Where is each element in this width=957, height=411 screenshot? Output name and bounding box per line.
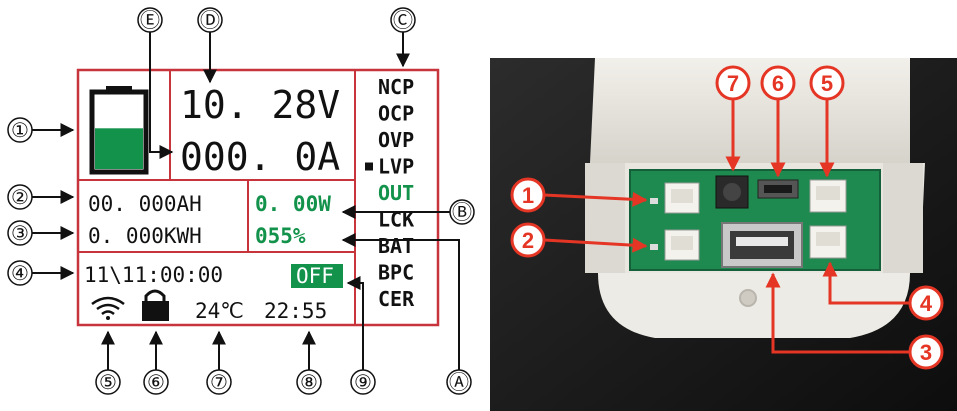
- board-photo: 7 6 5 1 2 4 3: [490, 58, 957, 411]
- photo-callout-4: 4: [822, 261, 944, 321]
- photo-callout-1-label: 1: [522, 183, 534, 208]
- callout-9-label: ⑨: [354, 372, 372, 394]
- callout-4-label: ④: [11, 263, 29, 285]
- callout-6: ⑥: [143, 330, 169, 395]
- photo-callout-2: 2: [510, 222, 648, 258]
- photo-callout-6: 6: [760, 65, 796, 178]
- push-button: [715, 175, 749, 209]
- photo-callout-7-label: 7: [727, 71, 739, 96]
- photo-callout-6-label: 6: [772, 71, 784, 96]
- menu-item-bpc: BPC: [378, 261, 414, 285]
- menu-item-ocp: OCP: [378, 102, 414, 126]
- callout-a-label: Ⓐ: [449, 371, 469, 394]
- menu-item-bat: BAT: [378, 234, 414, 258]
- callout-1-label: ①: [11, 120, 29, 142]
- out-state-badge: [291, 264, 343, 288]
- photo-callout-3-label: 3: [920, 340, 932, 365]
- menu-selected-marker: [365, 162, 373, 171]
- callout-b-label: Ⓑ: [452, 201, 472, 224]
- jst-connector-5: [809, 179, 847, 213]
- lcd-diagram: 10. 28V 000. 0A 00. 000AH 0. 000KWH 0. 0…: [7, 7, 475, 395]
- callout-d: Ⓓ: [197, 7, 223, 84]
- callout-a: Ⓐ: [341, 233, 472, 395]
- smd-component: [650, 244, 658, 250]
- callout-7-label: ⑦: [210, 372, 228, 394]
- jst-connector-1: [664, 182, 700, 214]
- callout-4: ④: [7, 260, 75, 286]
- callout-8-label: ⑧: [300, 372, 318, 394]
- micro-usb-port: [757, 179, 799, 199]
- callout-c: Ⓒ: [390, 7, 416, 68]
- capacity-readout: 00. 000AH: [88, 192, 202, 216]
- voltage-readout: 10. 28V: [180, 83, 340, 127]
- battery-icon: [89, 86, 149, 175]
- jst-connector-2: [664, 229, 700, 261]
- callout-3-label: ③: [11, 223, 29, 245]
- photo-callout-2-label: 2: [522, 228, 534, 253]
- callout-c-label: Ⓒ: [393, 9, 413, 32]
- photo-callout-5: 5: [809, 65, 845, 178]
- menu-item-out: OUT: [378, 181, 414, 205]
- out-state-label: OFF: [296, 264, 334, 288]
- wifi-icon: [91, 296, 125, 320]
- callout-d-label: Ⓓ: [200, 9, 220, 32]
- photo-callout-7: 7: [715, 65, 751, 172]
- energy-readout: 0. 000KWH: [88, 224, 202, 248]
- clock-readout: 22:55: [264, 299, 327, 323]
- datetime-readout: 11\11:00:00: [84, 263, 223, 287]
- callout-9: ⑨: [346, 276, 376, 395]
- power-readout: 0. 00W: [255, 192, 331, 216]
- callout-6-label: ⑥: [147, 372, 165, 394]
- current-readout: 000. 0A: [180, 135, 340, 179]
- callout-7: ⑦: [206, 330, 232, 395]
- photo-callout-3: 3: [765, 272, 944, 370]
- callout-5: ⑤: [95, 330, 121, 395]
- callout-3: ③: [7, 220, 75, 246]
- photo-callout-5-label: 5: [821, 71, 833, 96]
- callout-e: Ⓔ: [137, 7, 174, 159]
- menu-item-ncp: NCP: [378, 75, 414, 99]
- battery-level-fill: [95, 128, 143, 169]
- menu-item-ovp: OVP: [378, 128, 414, 152]
- callout-2: ②: [7, 184, 75, 210]
- callout-1: ①: [7, 117, 75, 143]
- smd-component: [650, 198, 658, 204]
- temperature-readout: 24℃: [195, 299, 244, 323]
- callout-e-label: Ⓔ: [140, 9, 160, 32]
- callout-2-label: ②: [11, 187, 29, 209]
- menu-item-lvp: LVP: [378, 155, 414, 179]
- photo-callout-4-label: 4: [920, 291, 933, 316]
- usb-port: [721, 222, 803, 268]
- jst-connector-4: [809, 225, 847, 259]
- callout-b: Ⓑ: [341, 199, 475, 225]
- photo-callout-1: 1: [510, 177, 648, 213]
- lock-icon: [142, 289, 169, 321]
- menu-item-cer: CER: [378, 287, 415, 311]
- callout-8: ⑧: [296, 330, 322, 395]
- percent-readout: 055%: [255, 224, 306, 248]
- callout-5-label: ⑤: [99, 372, 117, 394]
